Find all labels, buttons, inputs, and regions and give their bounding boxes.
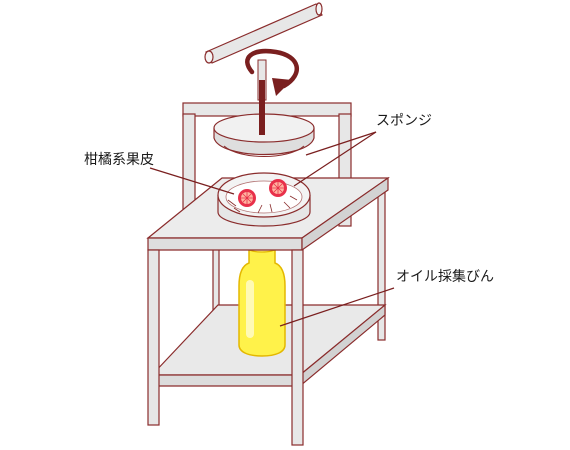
t-handle [204, 2, 323, 64]
leader-line-bottle [279, 287, 395, 327]
screw-shaft [257, 59, 267, 135]
press-frame [182, 102, 352, 227]
leader-line-sponge [305, 131, 377, 156]
label-citrus-peel: 柑橘系果皮 [84, 152, 154, 168]
table-front-legs [147, 249, 304, 446]
table-top [146, 176, 390, 252]
citrus-peel-slices [238, 179, 287, 207]
leader-lines [149, 131, 395, 327]
rotation-arrow-icon [245, 48, 300, 96]
label-oil-bottle: オイル採集びん [396, 269, 494, 285]
oil-collection-bottle [238, 245, 286, 357]
label-sponge: スポンジ [376, 113, 432, 129]
leader-line-peel [149, 167, 235, 195]
catch-basin [217, 172, 311, 227]
leader-line-sponge-2 [293, 131, 377, 187]
